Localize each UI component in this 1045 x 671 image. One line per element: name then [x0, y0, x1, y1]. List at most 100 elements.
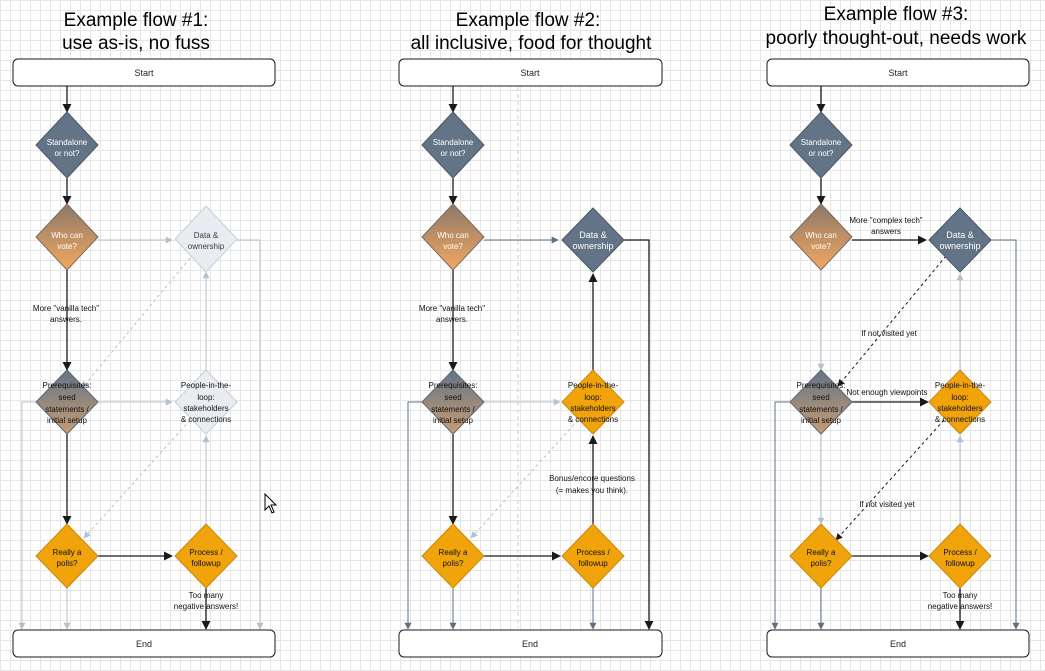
flow1-who-can-vote-diamond: Who can vote?: [35, 203, 99, 271]
flow1-end-box: End: [12, 629, 276, 658]
flow2-bonus-label: Bonus/encore questions (= makes you thin…: [549, 474, 635, 495]
flow2-really-polis-diamond: Really a polis?: [421, 523, 485, 589]
svg-text:polis?: polis?: [57, 559, 78, 568]
svg-text:seed: seed: [444, 393, 461, 402]
flow1-negative-label: Too many negative answers!: [174, 591, 238, 611]
flow2-prerequisites-diamond: Prerequisites: seed statements / initial…: [421, 369, 485, 435]
svg-text:statements /: statements /: [45, 405, 89, 414]
svg-text:Standalone: Standalone: [801, 138, 842, 147]
svg-text:Who can: Who can: [437, 231, 469, 240]
svg-text:Standalone: Standalone: [433, 138, 474, 147]
svg-text:negative answers!: negative answers!: [174, 602, 238, 611]
svg-text:ownership: ownership: [939, 241, 980, 251]
flow1-vanilla-label: More "vanilla tech" answers.: [33, 304, 99, 324]
flow1-title-line1: Example flow #1:: [64, 10, 209, 31]
svg-text:Really a: Really a: [807, 548, 836, 557]
flow1-title-line2: use as-is, no fuss: [62, 33, 210, 54]
svg-text:answers.: answers.: [50, 315, 82, 324]
svg-text:answers.: answers.: [436, 315, 468, 324]
flow3-data-ownership-diamond: Data & ownership: [928, 207, 992, 273]
flow1-standalone-diamond: Standalone or not?: [35, 111, 99, 179]
svg-text:stakeholders: stakeholders: [183, 404, 228, 413]
flow3-start-box: Start: [766, 58, 1030, 87]
svg-text:loop:: loop:: [951, 393, 968, 402]
flow2-people-loop-diamond: People-in-the- loop: stakeholders & conn…: [561, 369, 625, 435]
flow2-who-can-vote-diamond: Who can vote?: [421, 203, 485, 271]
svg-text:or not?: or not?: [809, 149, 834, 158]
svg-text:vote?: vote?: [57, 242, 77, 251]
svg-text:statements /: statements /: [431, 405, 475, 414]
svg-text:Who can: Who can: [805, 231, 837, 240]
svg-text:Prerequisites:: Prerequisites:: [429, 381, 478, 390]
svg-text:& connections: & connections: [568, 415, 618, 424]
svg-text:Prerequisites:: Prerequisites:: [43, 381, 92, 390]
flow2-title-line2: all inclusive, food for thought: [411, 33, 653, 54]
mouse-cursor-icon: [264, 492, 278, 514]
svg-text:Bonus/encore questions: Bonus/encore questions: [549, 474, 635, 483]
svg-text:People-in-the-: People-in-the-: [568, 381, 619, 390]
svg-text:seed: seed: [58, 393, 75, 402]
svg-text:Data &: Data &: [946, 230, 974, 240]
svg-text:End: End: [522, 639, 538, 649]
svg-text:Too many: Too many: [943, 591, 978, 600]
svg-text:Process /: Process /: [576, 548, 610, 557]
flow-3: Example flow #3: poorly thought-out, nee…: [766, 4, 1030, 658]
svg-text:ownership: ownership: [188, 242, 225, 251]
svg-text:Really a: Really a: [439, 548, 468, 557]
flow2-data-ownership-diamond: Data & ownership: [561, 207, 625, 273]
flow3-people-loop-diamond: People-in-the- loop: stakeholders & conn…: [928, 369, 992, 435]
svg-text:polis?: polis?: [443, 559, 464, 568]
flow-2: Example flow #2: all inclusive, food for…: [398, 10, 663, 658]
flow3-standalone-diamond: Standalone or not?: [789, 111, 853, 179]
svg-text:Start: Start: [520, 68, 540, 78]
flow3-end-box: End: [766, 629, 1030, 658]
svg-text:End: End: [890, 639, 906, 649]
flow3-really-polis-diamond: Really a polis?: [789, 523, 853, 589]
svg-text:Who can: Who can: [51, 231, 83, 240]
svg-text:Process /: Process /: [189, 548, 223, 557]
flow2-vanilla-label: More "vanilla tech" answers.: [419, 304, 485, 324]
svg-text:More "complex tech": More "complex tech": [849, 216, 922, 225]
svg-text:Really a: Really a: [53, 548, 82, 557]
svg-text:initial setup: initial setup: [801, 416, 842, 425]
svg-text:initial setup: initial setup: [47, 416, 88, 425]
svg-text:loop:: loop:: [197, 393, 214, 402]
flow3-not-visited-label-2: If not visited yet: [859, 500, 915, 509]
flow3-process-followup-diamond: Process / followup: [928, 523, 992, 589]
flow-1: Example flow #1: use as-is, no fuss Star…: [12, 10, 278, 658]
svg-text:vote?: vote?: [811, 242, 831, 251]
svg-text:Start: Start: [888, 68, 908, 78]
flow1-start-box: Start: [12, 58, 276, 87]
flow3-complex-label: More "complex tech" answers: [849, 216, 922, 236]
svg-text:More "vanilla tech": More "vanilla tech": [33, 304, 99, 313]
flow1-people-loop-diamond: People-in-the- loop: stakeholders & conn…: [174, 369, 238, 435]
svg-text:People-in-the-: People-in-the-: [181, 381, 232, 390]
svg-text:ownership: ownership: [572, 241, 613, 251]
svg-text:followup: followup: [945, 559, 975, 568]
svg-text:stakeholders: stakeholders: [937, 404, 982, 413]
flow3-negative-label: Too many negative answers!: [928, 591, 992, 611]
svg-text:& connections: & connections: [935, 415, 985, 424]
flow1-process-followup-diamond: Process / followup: [174, 523, 238, 589]
svg-text:stakeholders: stakeholders: [570, 404, 615, 413]
flow3-prerequisites-diamond: Prerequisites: seed statements / initial…: [789, 369, 853, 435]
svg-text:polis?: polis?: [811, 559, 832, 568]
flow3-not-enough-label: Not enough viewpoints: [847, 388, 928, 397]
flow3-title-line2: poorly thought-out, needs work: [766, 28, 1027, 49]
svg-text:Data &: Data &: [194, 231, 219, 240]
flow3-who-can-vote-diamond: Who can vote?: [789, 203, 853, 271]
svg-text:negative answers!: negative answers!: [928, 602, 992, 611]
svg-text:followup: followup: [191, 559, 221, 568]
svg-text:Process /: Process /: [943, 548, 977, 557]
svg-text:seed: seed: [812, 393, 829, 402]
svg-text:or not?: or not?: [441, 149, 466, 158]
flow2-end-box: End: [398, 629, 663, 658]
flow3-edges: [771, 86, 1020, 630]
flow2-standalone-diamond: Standalone or not?: [421, 111, 485, 179]
svg-text:or not?: or not?: [55, 149, 80, 158]
svg-text:(= makes you think).: (= makes you think).: [556, 486, 628, 495]
svg-text:initial setup: initial setup: [433, 416, 474, 425]
flow2-edges: [404, 86, 654, 630]
svg-text:Data &: Data &: [579, 230, 607, 240]
